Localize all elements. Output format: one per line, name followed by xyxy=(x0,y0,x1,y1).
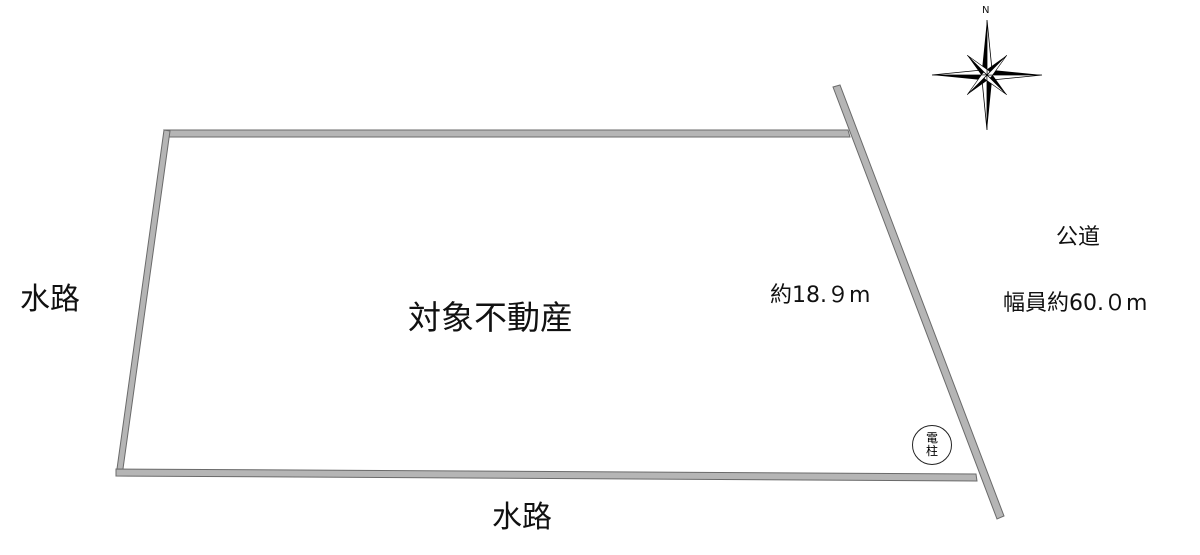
waterway-label-south: 水路 xyxy=(492,500,552,535)
property-label: 対象不動産 xyxy=(408,298,573,337)
waterway-label-west: 水路 xyxy=(20,282,80,317)
property-boundary xyxy=(115,84,1005,520)
boundary-bottom-edge xyxy=(115,468,978,482)
utility-pole-text-1: 電 xyxy=(925,431,938,445)
public-road-label: 公道 xyxy=(1056,225,1101,250)
compass-north-label: N xyxy=(982,5,990,16)
road-width-label: 幅員約60.０m xyxy=(1003,291,1148,316)
road-edge xyxy=(832,84,1005,520)
utility-pole-text-2: 柱 xyxy=(925,444,938,458)
compass-needles xyxy=(931,19,1043,131)
frontage-length-label: 約18.９m xyxy=(770,283,871,308)
utility-pole-marker: 電 柱 xyxy=(912,425,952,465)
boundary-top-edge xyxy=(163,129,851,138)
boundary-left-edge xyxy=(115,129,171,477)
compass-rose xyxy=(931,19,1043,131)
